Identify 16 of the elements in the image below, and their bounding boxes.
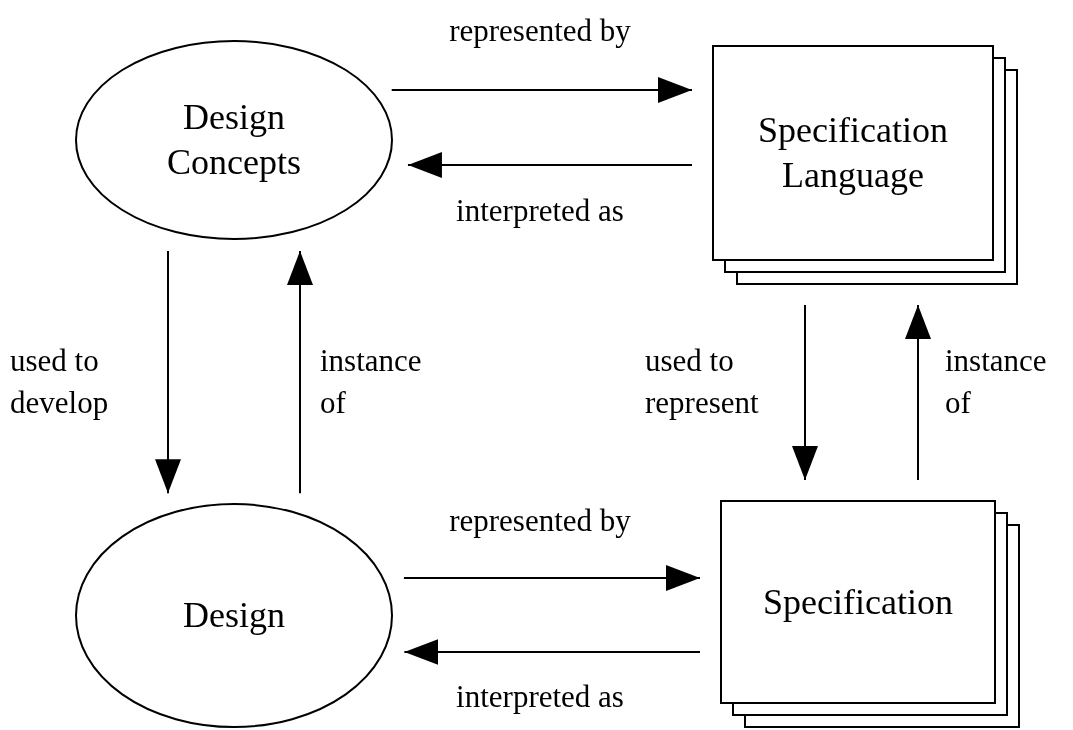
- arrow: [155, 250, 181, 495]
- arrow: [792, 304, 818, 481]
- ellipse-node: [75, 503, 393, 728]
- node-label: Design Concepts: [166, 96, 302, 184]
- stacked-document-box: [720, 500, 1020, 728]
- arrow: [403, 639, 701, 665]
- arrow: [402, 565, 701, 591]
- node-label: Specification: [763, 580, 953, 624]
- arrow: [406, 152, 693, 178]
- stacked-document-box: [712, 45, 1018, 285]
- arrow: [287, 250, 313, 495]
- ellipse-node: [75, 40, 393, 240]
- arrow: [905, 304, 931, 481]
- node-label: Specification Language: [757, 109, 949, 197]
- node-label: Design: [183, 594, 285, 637]
- arrow: [390, 77, 693, 103]
